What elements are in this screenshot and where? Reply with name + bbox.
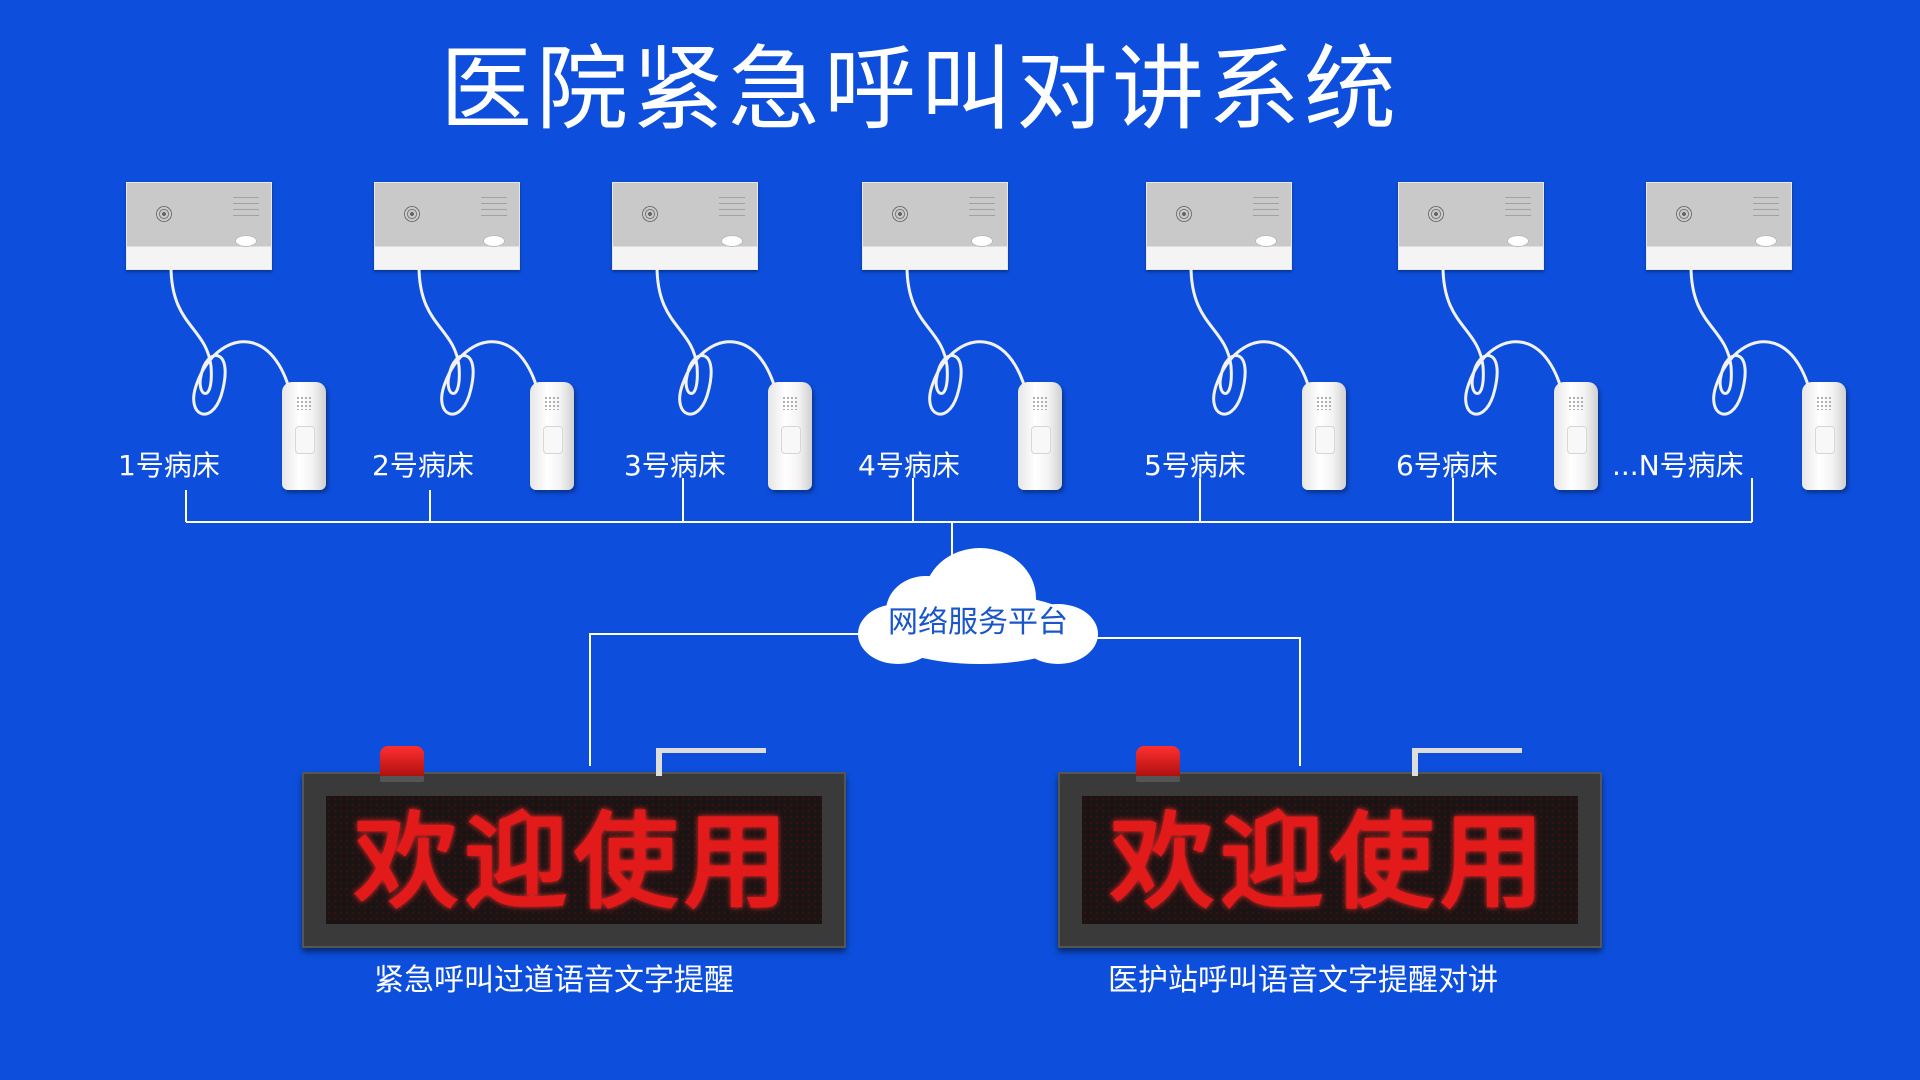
panel-button — [235, 235, 257, 247]
call-panel — [126, 182, 272, 270]
antenna-icon — [656, 748, 766, 776]
panel-button — [1255, 235, 1277, 247]
call-panel — [1146, 182, 1292, 270]
cloud-to-display-right — [1092, 637, 1301, 766]
alarm-light-icon — [380, 746, 424, 782]
panel-button — [483, 235, 505, 247]
call-panel — [374, 182, 520, 270]
panel-button — [721, 235, 743, 247]
led-screen: 欢迎使用 — [326, 796, 822, 924]
call-panel — [1646, 182, 1792, 270]
call-panel — [1398, 182, 1544, 270]
call-handset — [530, 382, 574, 490]
bed-label-n: ...N号病床 — [1612, 449, 1744, 482]
antenna-icon — [1412, 748, 1522, 776]
bed-label-6: 6号病床 — [1396, 449, 1498, 482]
cord — [905, 266, 1032, 427]
bed-label-5: 5号病床 — [1144, 449, 1246, 482]
led-display-left: 欢迎使用 — [302, 746, 846, 948]
cord — [1189, 266, 1316, 427]
speaker-icon — [1425, 203, 1447, 225]
call-handset — [1302, 382, 1346, 490]
page-title: 医院紧急呼叫对讲系统 — [439, 36, 1400, 143]
bed-label-2: 2号病床 — [372, 449, 474, 482]
speaker-icon — [889, 203, 911, 225]
display-caption-left: 紧急呼叫过道语音文字提醒 — [374, 963, 734, 998]
led-text: 欢迎使用 — [1109, 801, 1550, 923]
call-handset — [1802, 382, 1846, 490]
cloud-to-display-left — [589, 633, 866, 766]
call-handset — [1018, 382, 1062, 490]
cord — [1689, 266, 1816, 427]
bed-label-3: 3号病床 — [624, 449, 726, 482]
cord — [417, 266, 544, 427]
call-handset — [1554, 382, 1598, 490]
display-caption-right: 医护站呼叫语音文字提醒对讲 — [1108, 963, 1498, 998]
bed-label-1: 1号病床 — [118, 449, 220, 482]
led-text: 欢迎使用 — [353, 801, 794, 923]
call-panel — [612, 182, 758, 270]
led-display-right: 欢迎使用 — [1058, 746, 1602, 948]
speaker-icon — [153, 203, 175, 225]
panel-button — [1755, 235, 1777, 247]
call-panel — [862, 182, 1008, 270]
speaker-icon — [401, 203, 423, 225]
panel-button — [1507, 235, 1529, 247]
cord — [1441, 266, 1568, 427]
alarm-light-icon — [1136, 746, 1180, 782]
network-label: 网络服务平台 — [888, 605, 1068, 640]
led-screen: 欢迎使用 — [1082, 796, 1578, 924]
speaker-icon — [1173, 203, 1195, 225]
speaker-icon — [1673, 203, 1695, 225]
panel-button — [971, 235, 993, 247]
call-handset — [768, 382, 812, 490]
cord — [655, 266, 782, 427]
call-handset — [282, 382, 326, 490]
speaker-icon — [639, 203, 661, 225]
network-cloud: 网络服务平台 — [858, 548, 1098, 666]
bed-label-4: 4号病床 — [858, 449, 960, 482]
cord — [169, 266, 296, 427]
